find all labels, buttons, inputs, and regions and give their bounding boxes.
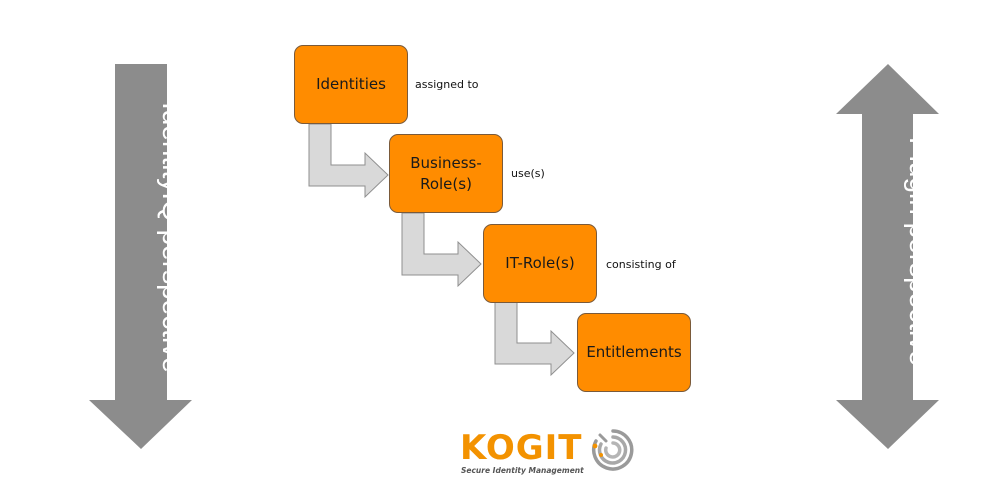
node-identities: Identities bbox=[294, 45, 408, 124]
left-arrow-label: IdentityIQ perspective bbox=[157, 102, 188, 373]
right-double-arrow bbox=[836, 64, 939, 449]
connector-label-assigned-to: assigned to bbox=[415, 78, 479, 91]
node-entitlements-label: Entitlements bbox=[586, 343, 682, 361]
connector-arrow-2 bbox=[401, 212, 482, 288]
connector-arrow-1 bbox=[308, 123, 389, 199]
node-it-roles: IT-Role(s) bbox=[483, 224, 597, 303]
connector-label-consisting-of: consisting of bbox=[606, 258, 676, 271]
node-it-roles-label: IT-Role(s) bbox=[505, 254, 575, 272]
logo-wordmark: KOGIT bbox=[460, 428, 583, 468]
right-arrow-label: Plugin perspective bbox=[904, 137, 935, 366]
connector-arrow-3 bbox=[494, 301, 575, 377]
node-business-roles-label: Business- Role(s) bbox=[410, 153, 482, 193]
logo-tagline: Secure Identity Management bbox=[461, 466, 584, 475]
node-entitlements: Entitlements bbox=[577, 313, 691, 392]
node-business-roles: Business- Role(s) bbox=[389, 134, 503, 213]
node-identities-label: Identities bbox=[316, 75, 386, 93]
connector-label-uses: use(s) bbox=[511, 167, 545, 180]
left-down-arrow bbox=[89, 64, 192, 449]
maze-fingerprint-icon bbox=[592, 429, 634, 471]
